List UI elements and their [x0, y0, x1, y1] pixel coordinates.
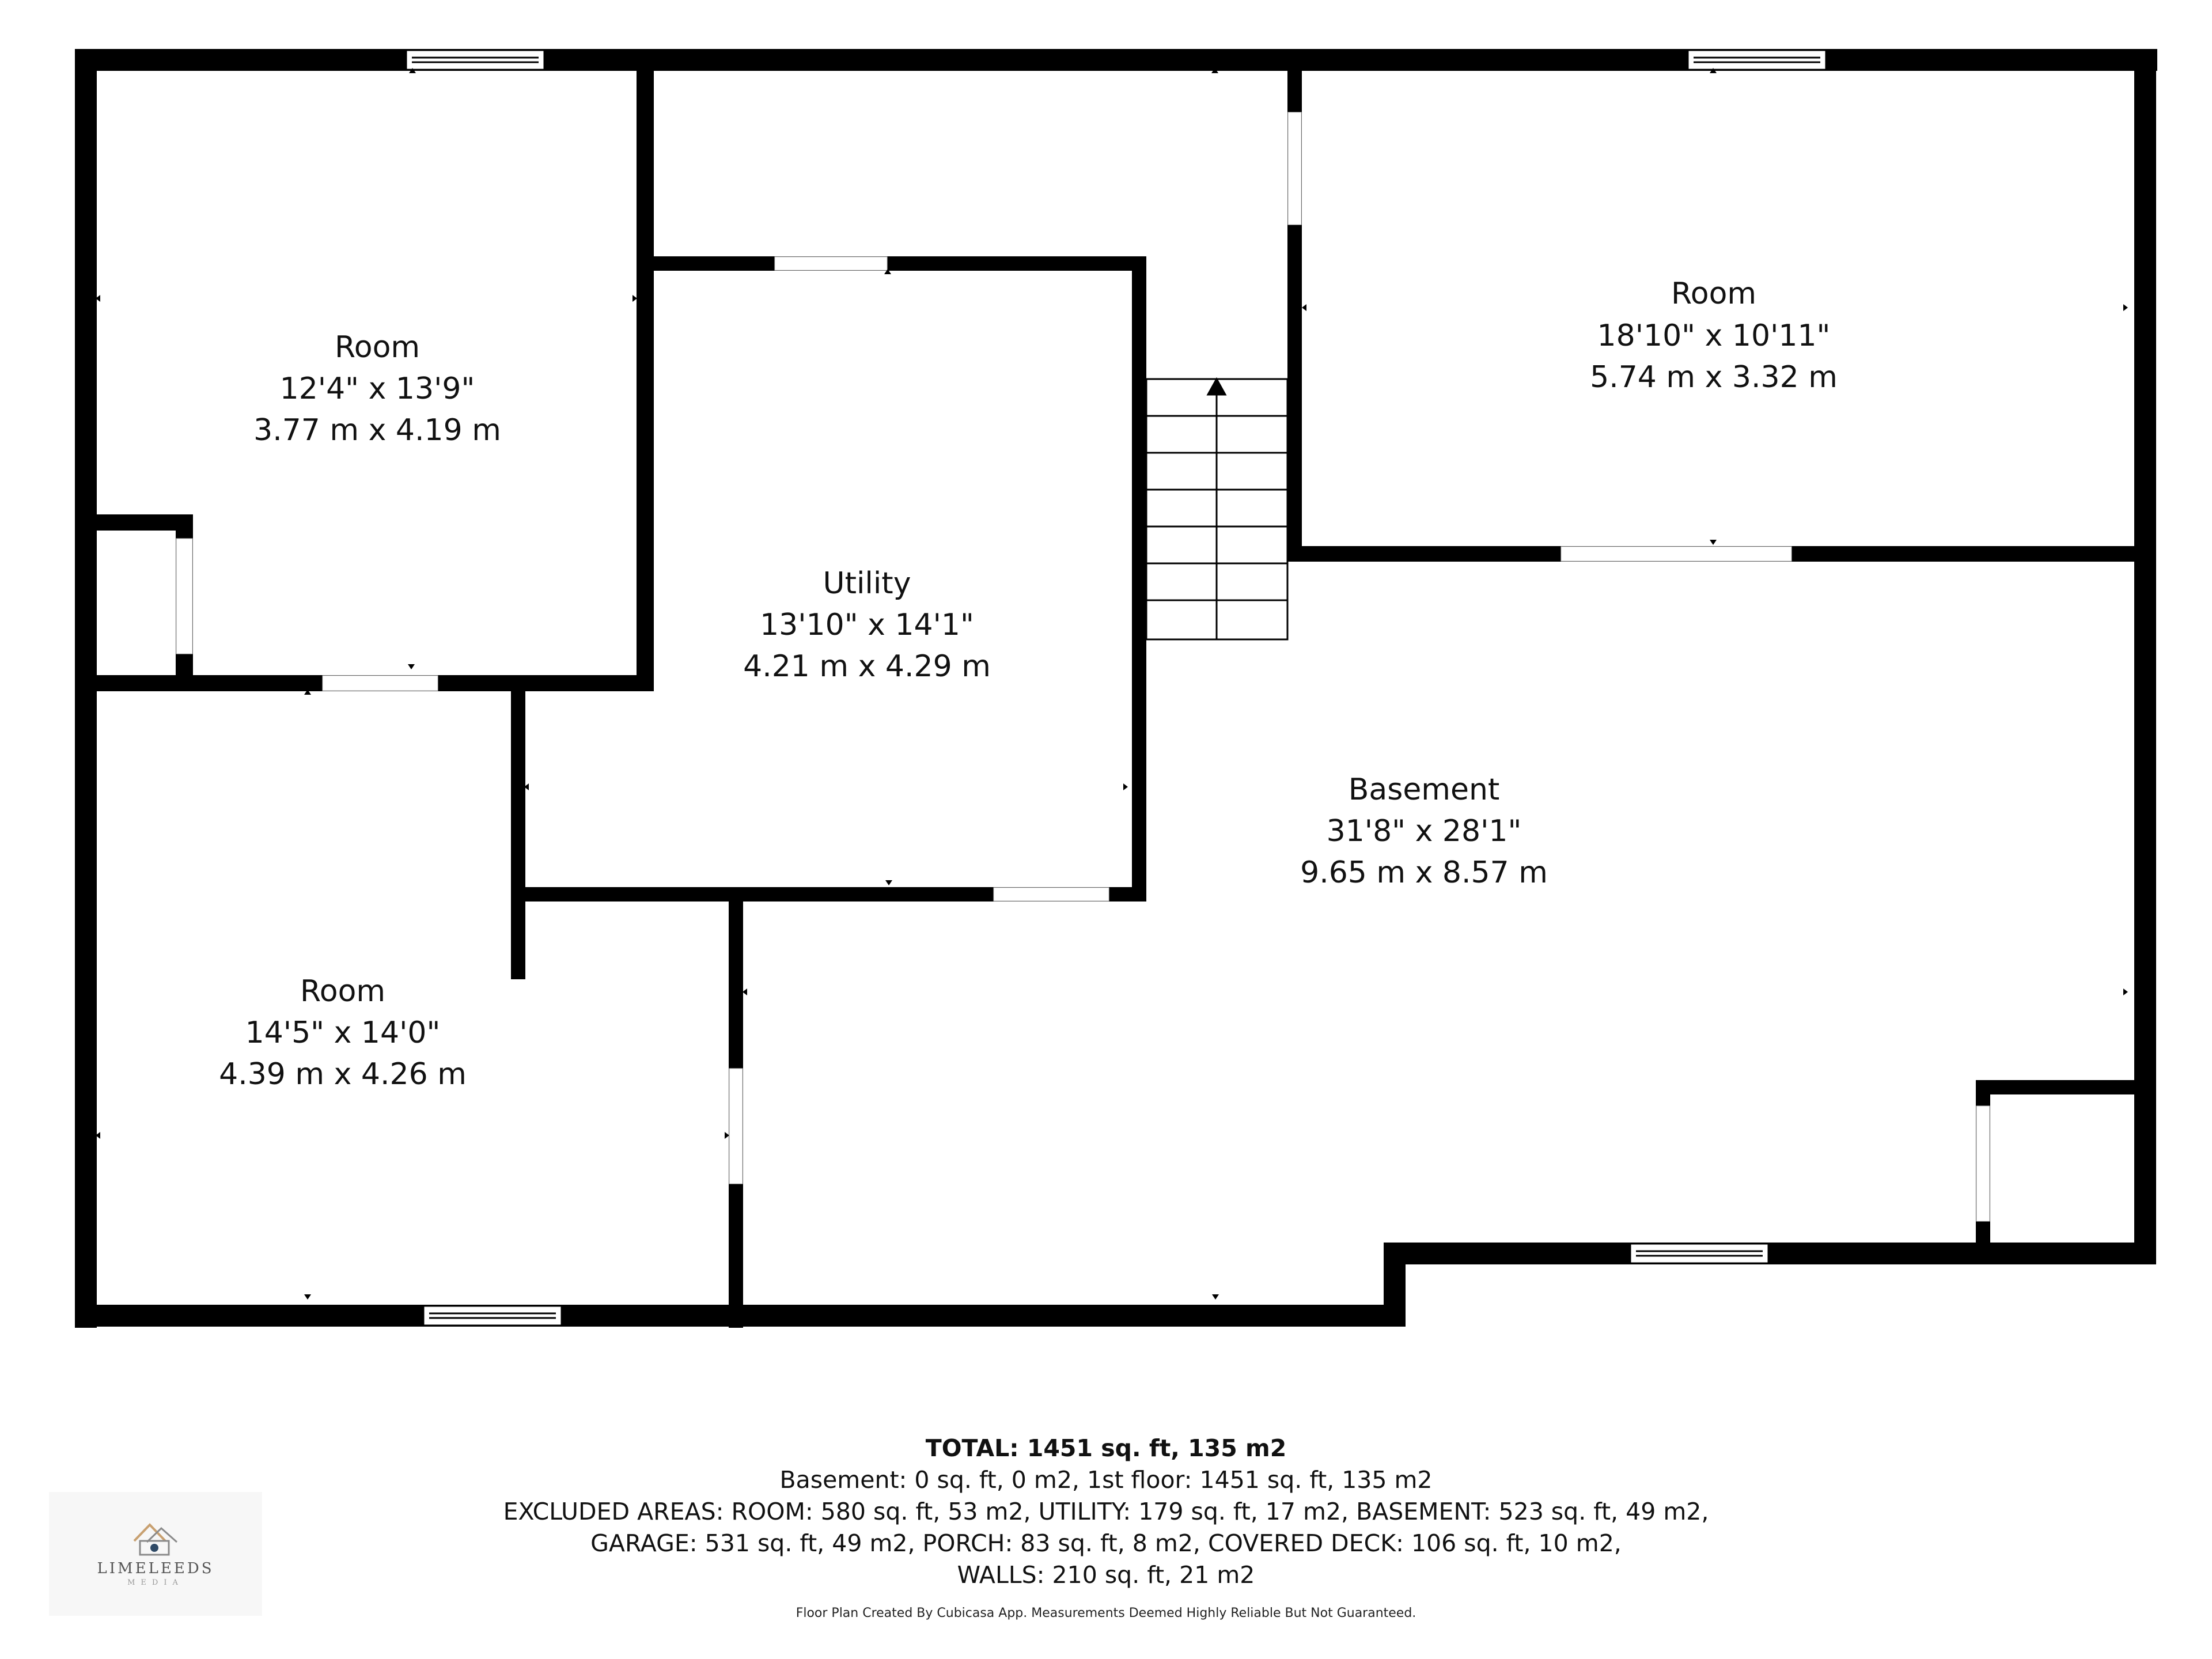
logo-sub: MEDIA	[127, 1578, 184, 1587]
room-imperial: 12'4" x 13'9"	[280, 372, 475, 406]
excluded-areas-3: WALLS: 210 sq. ft, 21 m2	[957, 1561, 1255, 1589]
room-label-1: Room 12'4" x 13'9" 3.77 m x 4.19 m	[253, 330, 501, 448]
door-gaps	[176, 112, 1990, 1222]
room-metric: 5.74 m x 3.32 m	[1590, 360, 1838, 395]
company-logo: LIMELEEDS MEDIA	[49, 1492, 262, 1616]
room-label-2: Room 18'10" x 10'11" 5.74 m x 3.32 m	[1590, 276, 1838, 395]
room-metric: 4.21 m x 4.29 m	[743, 649, 991, 684]
windows-and-doors	[405, 49, 1827, 1327]
room-metric: 9.65 m x 8.57 m	[1300, 855, 1548, 890]
room-label-basement: Basement 31'8" x 28'1" 9.65 m x 8.57 m	[1300, 772, 1548, 890]
floor-plan: Room 12'4" x 13'9" 3.77 m x 4.19 m Utili…	[75, 49, 2157, 1328]
room-label-3: Room 14'5" x 14'0" 4.39 m x 4.26 m	[219, 974, 467, 1092]
room-imperial: 31'8" x 28'1"	[1327, 814, 1522, 849]
disclaimer: Floor Plan Created By Cubicasa App. Meas…	[796, 1606, 1416, 1620]
room-label-utility: Utility 13'10" x 14'1" 4.21 m x 4.29 m	[743, 566, 991, 684]
room-name: Room	[300, 974, 385, 1009]
room-metric: 4.39 m x 4.26 m	[219, 1057, 467, 1092]
floor-breakdown: Basement: 0 sq. ft, 0 m2, 1st floor: 145…	[779, 1466, 1433, 1494]
total-area: TOTAL: 1451 sq. ft, 135 m2	[925, 1434, 1287, 1462]
room-name: Room	[335, 330, 420, 365]
house-icon	[133, 1523, 177, 1556]
room-metric: 3.77 m x 4.19 m	[253, 413, 501, 448]
staircase	[1145, 377, 1289, 641]
room-imperial: 14'5" x 14'0"	[245, 1016, 441, 1050]
logo-name: LIMELEEDS	[97, 1560, 214, 1577]
excluded-areas-1: EXCLUDED AREAS: ROOM: 580 sq. ft, 53 m2,…	[503, 1498, 1709, 1525]
area-summary: TOTAL: 1451 sq. ft, 135 m2 Basement: 0 s…	[0, 1433, 2212, 1591]
dimension-markers	[96, 68, 2128, 1300]
excluded-areas-2: GARAGE: 531 sq. ft, 49 m2, PORCH: 83 sq.…	[590, 1529, 1622, 1557]
room-name: Basement	[1349, 772, 1500, 807]
room-name: Utility	[823, 566, 911, 601]
room-imperial: 13'10" x 14'1"	[760, 608, 974, 642]
room-name: Room	[1671, 276, 1756, 311]
room-imperial: 18'10" x 10'11"	[1597, 319, 1831, 353]
